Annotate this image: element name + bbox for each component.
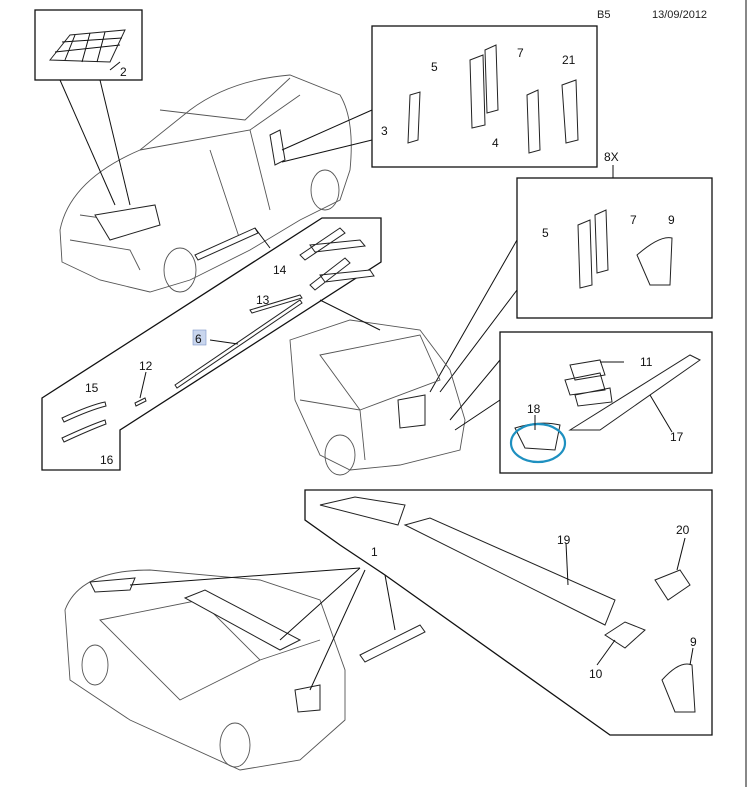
- diagram-date: 13/09/2012: [652, 9, 708, 21]
- leader-lines: [139, 339, 694, 666]
- callout-21[interactable]: 21: [562, 53, 576, 67]
- callout-1[interactable]: 1: [371, 545, 378, 559]
- callout-box-tailgate-trim: [449, 331, 713, 474]
- callout-box-roof-stripes: [304, 489, 713, 736]
- callout-box-8x: [429, 165, 713, 393]
- callout-3[interactable]: 3: [381, 124, 388, 138]
- callout-16[interactable]: 16: [100, 453, 114, 467]
- car-front-illustration: [59, 74, 352, 293]
- callout-11[interactable]: 11: [640, 355, 653, 369]
- callout-10[interactable]: 10: [589, 667, 603, 681]
- callout-7b[interactable]: 7: [630, 213, 637, 227]
- callout-box-pillar-trims: [281, 25, 598, 168]
- callout-6[interactable]: 6: [195, 332, 202, 346]
- callout-4[interactable]: 4: [492, 136, 499, 150]
- callout-20[interactable]: 20: [676, 523, 690, 537]
- callout-box-hood-graphic: [34, 9, 143, 206]
- callout-5[interactable]: 5: [431, 60, 438, 74]
- callout-13[interactable]: 13: [256, 293, 270, 307]
- callout-5b[interactable]: 5: [542, 226, 549, 240]
- callout-8x[interactable]: 8X: [604, 150, 619, 164]
- page-code: B5: [597, 9, 611, 21]
- callout-17[interactable]: 17: [670, 430, 684, 444]
- selected-part-highlight: [192, 329, 207, 346]
- callout-7[interactable]: 7: [517, 46, 524, 60]
- car-top-rear-illustration: [64, 567, 396, 771]
- callout-18[interactable]: 18: [527, 402, 541, 416]
- callout-14[interactable]: 14: [273, 263, 287, 277]
- callout-15[interactable]: 15: [85, 381, 99, 395]
- callout-12[interactable]: 12: [139, 359, 153, 373]
- selected-part-ring: [509, 422, 567, 464]
- car-rear-illustration: [289, 299, 466, 476]
- callout-9[interactable]: 9: [668, 213, 675, 227]
- callout-19[interactable]: 19: [557, 533, 571, 547]
- callout-9b[interactable]: 9: [690, 635, 697, 649]
- callout-box-side-stripes: [41, 217, 382, 471]
- callout-2[interactable]: 2: [120, 65, 127, 79]
